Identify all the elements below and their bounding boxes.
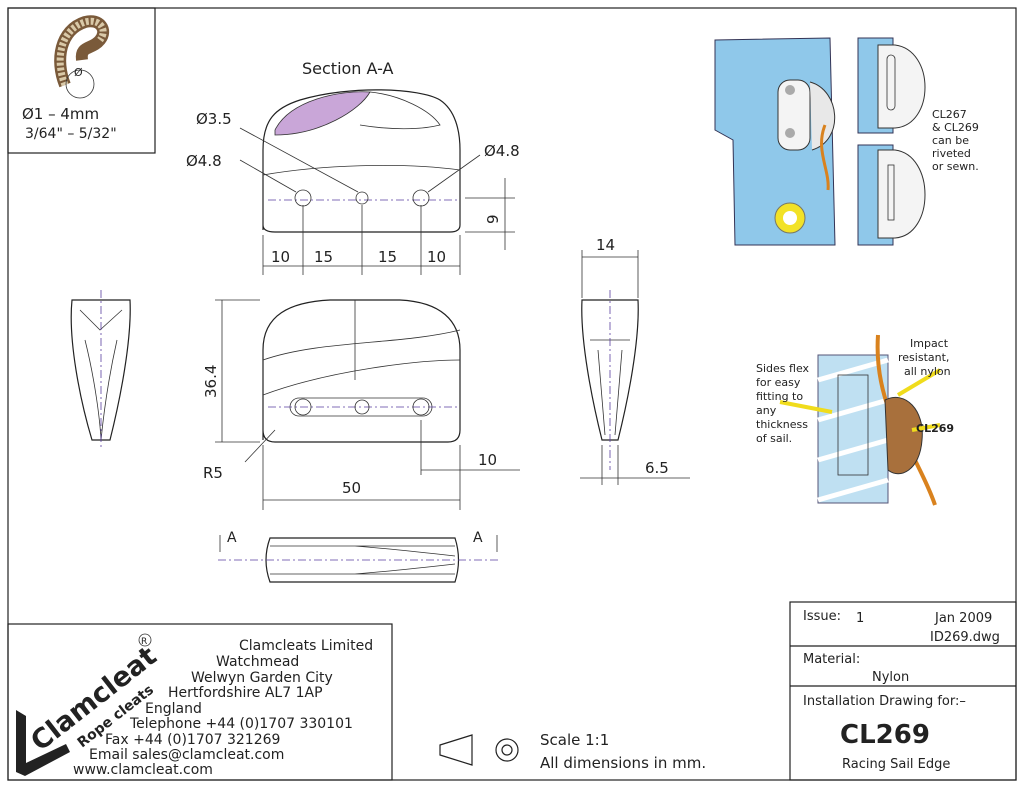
rope-range-mm: Ø1 – 4mm xyxy=(22,105,99,123)
issue-number: 1 xyxy=(856,611,864,626)
dim-radius: R5 xyxy=(203,464,223,482)
email: Email sales@clamcleat.com xyxy=(89,747,284,763)
dim-d1: 10 xyxy=(271,248,290,266)
callout-flex-1: Sides flex xyxy=(756,362,810,375)
rope-diameter-symbol: Ø xyxy=(74,66,83,79)
section-marker-left: A xyxy=(227,530,237,546)
callout-flex-3: fitting to xyxy=(756,390,803,403)
dim-hole-small: Ø3.5 xyxy=(196,110,232,128)
projection-cone-icon xyxy=(439,734,473,766)
callout-impact-3: all nylon xyxy=(904,365,951,378)
callout-flex-5: thickness xyxy=(756,418,808,431)
telephone: Telephone +44 (0)1707 330101 xyxy=(129,716,353,732)
dim-hole-left: Ø4.8 xyxy=(186,152,222,170)
issue-date: Jan 2009 xyxy=(934,611,992,626)
callout-flex-4: any xyxy=(756,404,777,417)
company-name: Clamcleats Limited xyxy=(239,638,373,654)
address-line-2: Welwyn Garden City xyxy=(191,670,333,686)
fax: Fax +44 (0)1707 321269 xyxy=(105,732,280,748)
dim-offset-10: 10 xyxy=(478,451,497,469)
file-name: ID269.dwg xyxy=(930,630,1000,645)
dim-d2: 15 xyxy=(314,248,333,266)
scale-text: Scale 1:1 xyxy=(540,731,609,749)
scale-block: Scale 1:1 All dimensions in mm. xyxy=(439,731,706,772)
dim-hole-right: Ø4.8 xyxy=(484,142,520,160)
sail-flex-illustration: Sides flex for easy fitting to any thick… xyxy=(756,334,954,506)
callout-product-label: CL269 xyxy=(916,422,954,435)
dim-height-36-4: 36.4 xyxy=(202,365,220,398)
callout-riveted-5: or sewn. xyxy=(932,160,979,173)
dim-height-9: 9 xyxy=(484,214,502,224)
callout-flex-6: of sail. xyxy=(756,432,792,445)
sheet-border xyxy=(7,7,1017,781)
dim-width-14: 14 xyxy=(596,236,615,254)
rope-icon xyxy=(54,15,110,99)
callout-impact-1: Impact xyxy=(910,337,949,350)
dim-d3: 15 xyxy=(378,248,397,266)
right-side-view: 14 6.5 xyxy=(580,236,690,485)
section-title: Section A-A xyxy=(302,59,394,78)
left-side-view xyxy=(70,290,131,450)
title-block: Issue: 1 Jan 2009 ID269.dwg Material: Ny… xyxy=(789,601,1017,781)
callout-riveted-2: & CL269 xyxy=(932,121,979,134)
bottom-view: A A xyxy=(218,530,500,583)
dim-d4: 10 xyxy=(427,248,446,266)
drawing-for-label: Installation Drawing for:– xyxy=(803,694,966,709)
projection-circle-icon xyxy=(495,738,519,762)
rope-range-in: 3/64" – 5/32" xyxy=(25,126,117,142)
front-view: 36.4 R5 50 10 xyxy=(202,299,520,510)
rope-size-box: Ø Ø1 – 4mm 3/64" – 5/32" xyxy=(7,7,156,154)
callout-riveted-1: CL267 xyxy=(932,108,967,121)
callout-flex-2: for easy xyxy=(756,376,801,389)
address-line-4: England xyxy=(145,701,202,717)
part-number: CL269 xyxy=(840,720,930,750)
units-text: All dimensions in mm. xyxy=(540,754,706,772)
address-line-3: Hertfordshire AL7 1AP xyxy=(168,685,323,701)
callout-impact-2: resistant, xyxy=(898,351,949,364)
company-block: Clamcleat Rope cleats R Clamcleats Limit… xyxy=(7,623,393,781)
material-value: Nylon xyxy=(872,670,909,685)
callout-riveted-4: riveted xyxy=(932,147,971,160)
section-view: Section A-A Ø3.5 Ø4.8 Ø4.8 9 10 15 15 10 xyxy=(186,59,520,275)
material-label: Material: xyxy=(803,652,860,667)
dim-depth-6-5: 6.5 xyxy=(645,459,669,477)
part-description: Racing Sail Edge xyxy=(842,757,950,772)
issue-label: Issue: xyxy=(803,609,841,624)
logo-registered: R xyxy=(141,637,147,647)
address-line-1: Watchmead xyxy=(216,654,299,670)
website: www.clamcleat.com xyxy=(73,762,213,778)
section-marker-right: A xyxy=(473,530,483,546)
dim-width-50: 50 xyxy=(342,479,361,497)
callout-riveted-3: can be xyxy=(932,134,969,147)
sail-riveted-illustration: CL267 & CL269 can be riveted or sewn. xyxy=(714,37,979,246)
